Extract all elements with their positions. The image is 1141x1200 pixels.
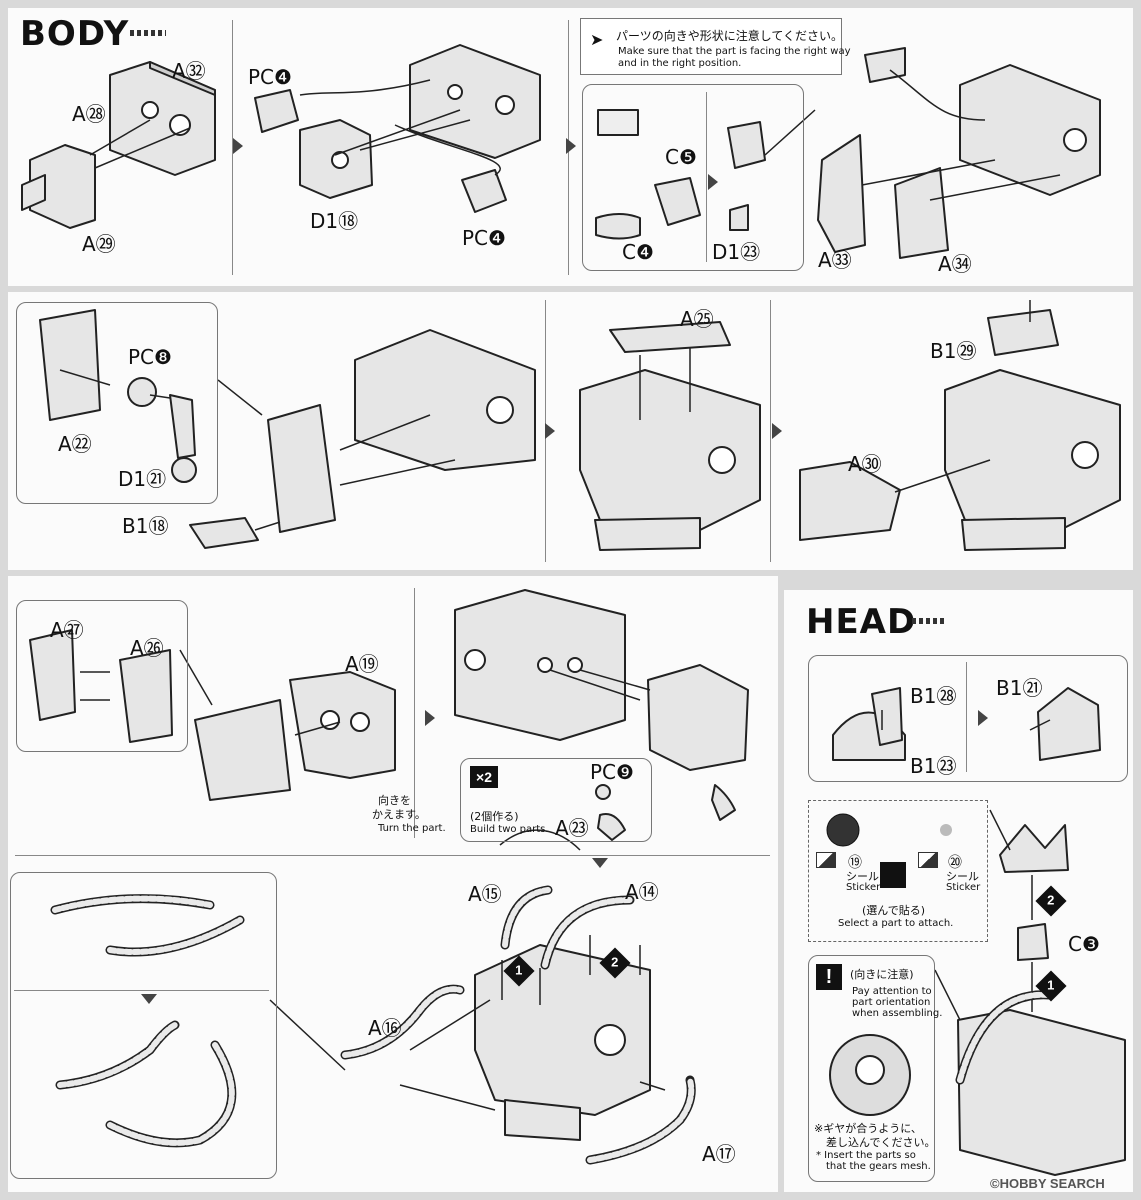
caution-box xyxy=(808,955,935,1182)
part-label-a19: A⑲ xyxy=(345,652,379,676)
part-label-a26: A㉖ xyxy=(130,636,164,660)
part-label-a28: A㉘ xyxy=(72,102,106,126)
build-two-en: Build two parts. xyxy=(470,824,549,835)
caution-en-1: Pay attention to xyxy=(852,986,932,997)
part-label-a29: A㉙ xyxy=(82,232,116,256)
flow-arrow-icon xyxy=(545,423,555,439)
part-label-a27: A㉗ xyxy=(50,618,84,642)
part-label-a32: A㉜ xyxy=(172,59,206,83)
part-label-c3: C❸ xyxy=(1068,932,1100,956)
title-stripe-icon xyxy=(130,30,166,36)
part-label-pc4b: PC❹ xyxy=(462,226,506,250)
part-label-a34: A㉞ xyxy=(938,252,972,276)
part-label-a33: A㉝ xyxy=(818,248,852,272)
flow-arrow-down-icon xyxy=(141,994,157,1004)
head-section-title: HEAD xyxy=(806,602,917,642)
orientation-note-box xyxy=(580,18,842,75)
part-label-b123: B1㉓ xyxy=(910,754,957,778)
orientation-note-jp: パーツの向きや形状に注意してください。 xyxy=(616,29,844,43)
select-note-jp: (選んで貼る) xyxy=(862,904,926,917)
orientation-note-en-2: and in the right position. xyxy=(618,58,742,69)
part-label-a30: A㉚ xyxy=(848,452,882,476)
sticker-19-label-en: Sticker xyxy=(846,882,881,893)
body-section-title: BODY xyxy=(20,14,130,54)
watermark: ©HOBBY SEARCH xyxy=(990,1176,1105,1191)
callout-divider xyxy=(966,662,967,772)
part-label-d118: D1⑱ xyxy=(310,209,359,233)
flow-arrow-down-icon xyxy=(592,858,608,868)
flow-arrow-icon xyxy=(772,423,782,439)
row2-callout xyxy=(16,302,218,504)
sticker-icon xyxy=(918,852,938,868)
orientation-note-en-1: Make sure that the part is facing the ri… xyxy=(618,46,851,57)
select-note-en: Select a part to attach. xyxy=(838,918,954,929)
build-two-jp: (2個作る) xyxy=(470,810,519,823)
part-label-a23: A㉓ xyxy=(555,816,589,840)
part-label-a25: A㉕ xyxy=(680,307,714,331)
callout-divider xyxy=(706,92,707,262)
sticker-select-box xyxy=(808,800,988,942)
sticker-20-label-en: Sticker xyxy=(946,882,981,893)
gear-note-en-2: that the gears mesh. xyxy=(826,1161,931,1172)
part-label-b129: B1㉙ xyxy=(930,339,977,363)
part-label-a15: A⑮ xyxy=(468,882,502,906)
sticker-20-label-jp: シール xyxy=(946,870,979,883)
part-label-a14: A⑭ xyxy=(625,880,659,904)
gear-note-jp-2: 差し込んでください。 xyxy=(826,1136,936,1149)
gear-note-en-1: * Insert the parts so xyxy=(816,1150,916,1161)
part-label-c5: C❺ xyxy=(665,145,697,169)
turn-note-jp-2: かえます。 xyxy=(372,808,426,821)
callout-divider xyxy=(14,990,269,991)
sticker-icon xyxy=(816,852,836,868)
caution-jp: (向きに注意) xyxy=(850,968,914,981)
part-label-b128: B1㉘ xyxy=(910,684,957,708)
row3-callout xyxy=(16,600,188,752)
row1-callout xyxy=(582,84,804,271)
part-label-b121: B1㉑ xyxy=(996,676,1043,700)
divider xyxy=(770,300,771,562)
part-label-pc8: PC❽ xyxy=(128,345,172,369)
caution-en-3: when assembling. xyxy=(852,1008,943,1019)
part-label-pc9: PC❾ xyxy=(590,760,634,784)
caution-icon: ! xyxy=(816,964,842,990)
part-label-d123: D1㉓ xyxy=(712,240,761,264)
part-label-c4: C❹ xyxy=(622,240,654,264)
divider xyxy=(232,20,233,275)
flow-arrow-icon xyxy=(566,138,576,154)
divider xyxy=(15,855,770,856)
turn-note-en: Turn the part. xyxy=(378,823,446,834)
sticker-20-number: ⑳ xyxy=(948,855,962,871)
arrow-note-icon: ➤ xyxy=(590,32,604,49)
part-label-a17: A⑰ xyxy=(702,1142,736,1166)
gear-note-jp-1: ※ギヤが合うように、 xyxy=(814,1122,922,1135)
caution-en-2: part orientation xyxy=(852,997,931,1008)
flow-arrow-icon xyxy=(425,710,435,726)
sticker-19-label-jp: シール xyxy=(846,870,879,883)
x2-badge: ×2 xyxy=(470,766,498,788)
head-callout xyxy=(808,655,1128,782)
divider xyxy=(414,588,415,838)
flow-arrow-icon xyxy=(978,710,988,726)
turn-note-jp-1: 向きを xyxy=(378,794,411,807)
choose-icon xyxy=(880,862,906,888)
flow-arrow-icon xyxy=(233,138,243,154)
build-two-callout xyxy=(460,758,652,842)
part-label-a16: A⑯ xyxy=(368,1016,402,1040)
hose-callout xyxy=(10,872,277,1179)
part-label-pc4a: PC❹ xyxy=(248,65,292,89)
part-label-b118: B1⑱ xyxy=(122,514,169,538)
part-label-a22: A㉒ xyxy=(58,432,92,456)
part-label-d121: D1㉑ xyxy=(118,467,167,491)
flow-arrow-icon xyxy=(708,174,718,190)
title-stripe-icon xyxy=(912,618,944,624)
sticker-19-number: ⑲ xyxy=(848,855,862,871)
